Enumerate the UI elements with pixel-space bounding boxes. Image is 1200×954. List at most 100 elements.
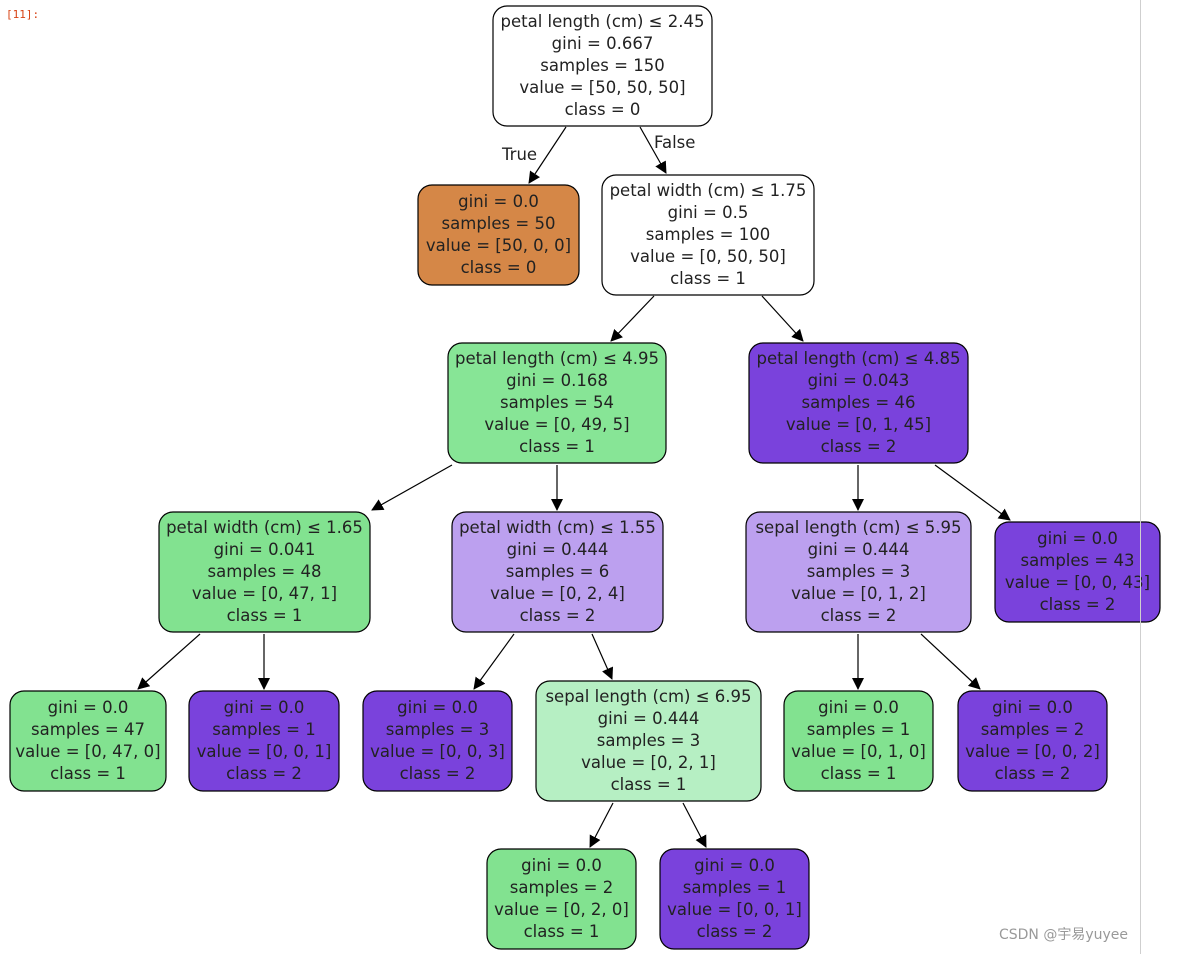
- tree-node-n16: gini = 0.0 samples = 1 value = [0, 0, 1] cl…: [659, 848, 810, 950]
- node-text-line: value = [0, 47, 0]: [15, 742, 160, 761]
- node-text-line: class = 0: [461, 258, 537, 277]
- node-text-line: gini = 0.0: [458, 192, 539, 211]
- node-text-line: class = 2: [821, 606, 897, 625]
- node-text-line: class = 1: [50, 764, 126, 783]
- node-text-line: class = 2: [1040, 595, 1116, 614]
- node-text-line: gini = 0.444: [808, 540, 910, 559]
- watermark: CSDN @宇易yuyee: [998, 927, 1128, 943]
- node-text-line: value = [0, 1, 0]: [791, 742, 926, 761]
- node-text-line: gini = 0.0: [1037, 529, 1118, 548]
- node-text-line: class = 1: [524, 922, 600, 941]
- node-box: [486, 848, 637, 950]
- node-text-line: gini = 0.0: [694, 856, 775, 875]
- node-text-line: samples = 46: [802, 393, 916, 412]
- tree-node-n7: sepal length (cm) ≤ 5.95 gini = 0.444 samp…: [745, 511, 972, 633]
- edge-n2-n3-arrow: [610, 295, 655, 342]
- node-text-line: value = [0, 1, 45]: [786, 415, 931, 434]
- edge-n12-n15-arrow: [589, 802, 614, 848]
- node-box: [158, 511, 371, 633]
- node-box: [994, 521, 1161, 623]
- tree-node-n9: gini = 0.0 samples = 47 value = [0, 47, 0]…: [9, 690, 167, 792]
- tree-node-n15: gini = 0.0 samples = 2 value = [0, 2, 0] cl…: [486, 848, 637, 950]
- edge-n5-n9-arrow: [137, 633, 201, 690]
- node-text-line: samples = 47: [31, 720, 145, 739]
- node-text-line: samples = 6: [506, 562, 609, 581]
- node-box: [417, 184, 580, 286]
- node-text-line: samples = 1: [807, 720, 910, 739]
- node-text-line: gini = 0.0: [992, 698, 1073, 717]
- node-text-line: sepal length (cm) ≤ 5.95: [755, 518, 961, 537]
- edge-n7-n14-arrow: [920, 633, 981, 690]
- node-text-line: class = 1: [821, 764, 897, 783]
- node-text-line: petal width (cm) ≤ 1.55: [459, 518, 656, 537]
- node-text-line: value = [50, 50, 50]: [519, 78, 685, 97]
- tree-node-n1: gini = 0.0 samples = 50 value = [50, 0, 0]…: [417, 184, 580, 286]
- edge-n4-n8-arrow: [934, 464, 1011, 521]
- node-text-line: value = [0, 2, 1]: [581, 753, 716, 772]
- cell-prompt: [11]:: [6, 8, 40, 21]
- edge-n6-n12-arrow: [591, 633, 614, 680]
- node-text-line: class = 1: [227, 606, 303, 625]
- node-text-line: class = 2: [400, 764, 476, 783]
- node-text-line: samples = 2: [510, 878, 613, 897]
- edge-n3-n5-arrow: [371, 464, 453, 511]
- edge-n12-n16-arrow: [682, 802, 707, 848]
- node-text-line: value = [0, 2, 0]: [494, 900, 629, 919]
- node-box: [957, 690, 1108, 792]
- node-text-line: samples = 3: [386, 720, 489, 739]
- node-text-line: gini = 0.0: [818, 698, 899, 717]
- node-text-line: class = 0: [565, 100, 641, 119]
- node-text-line: samples = 43: [1021, 551, 1135, 570]
- node-text-line: class = 1: [519, 437, 595, 456]
- node-text-line: value = [0, 0, 2]: [965, 742, 1100, 761]
- node-text-line: samples = 48: [208, 562, 322, 581]
- node-text-line: gini = 0.0: [48, 698, 129, 717]
- node-text-line: petal width (cm) ≤ 1.65: [166, 518, 363, 537]
- node-text-line: value = [0, 0, 3]: [370, 742, 505, 761]
- node-text-line: value = [0, 0, 1]: [667, 900, 802, 919]
- node-box: [362, 690, 513, 792]
- node-box: [492, 5, 713, 127]
- node-text-line: petal length (cm) ≤ 4.95: [455, 349, 659, 368]
- node-box: [601, 174, 815, 296]
- node-text-line: samples = 2: [981, 720, 1084, 739]
- node-text-line: class = 2: [821, 437, 897, 456]
- node-text-line: value = [50, 0, 0]: [426, 236, 571, 255]
- tree-node-n8: gini = 0.0 samples = 43 value = [0, 0, 43]…: [994, 521, 1161, 623]
- node-text-line: samples = 54: [500, 393, 614, 412]
- node-text-line: class = 2: [226, 764, 302, 783]
- node-text-line: sepal length (cm) ≤ 6.95: [545, 687, 751, 706]
- node-text-line: petal length (cm) ≤ 2.45: [501, 12, 705, 31]
- node-box: [783, 690, 934, 792]
- node-text-line: samples = 50: [442, 214, 556, 233]
- node-text-line: value = [0, 0, 43]: [1005, 573, 1150, 592]
- node-text-line: class = 1: [611, 775, 687, 794]
- node-text-line: gini = 0.444: [598, 709, 700, 728]
- node-text-line: class = 2: [697, 922, 773, 941]
- node-text-line: gini = 0.0: [521, 856, 602, 875]
- tree-node-n13: gini = 0.0 samples = 1 value = [0, 1, 0] cl…: [783, 690, 934, 792]
- tree-node-n12: sepal length (cm) ≤ 6.95 gini = 0.444 samp…: [535, 680, 762, 802]
- node-text-line: petal length (cm) ≤ 4.85: [757, 349, 961, 368]
- node-box: [535, 680, 762, 802]
- node-text-line: samples = 1: [683, 878, 786, 897]
- edge-n0-n1-arrow: [528, 126, 567, 184]
- node-text-line: samples = 3: [597, 731, 700, 750]
- node-text-line: samples = 3: [807, 562, 910, 581]
- node-text-line: value = [0, 47, 1]: [192, 584, 337, 603]
- edge-n0-n2-arrow: [639, 126, 667, 174]
- node-box: [659, 848, 810, 950]
- node-text-line: petal width (cm) ≤ 1.75: [610, 181, 807, 200]
- node-text-line: value = [0, 2, 4]: [490, 584, 625, 603]
- node-text-line: samples = 1: [212, 720, 315, 739]
